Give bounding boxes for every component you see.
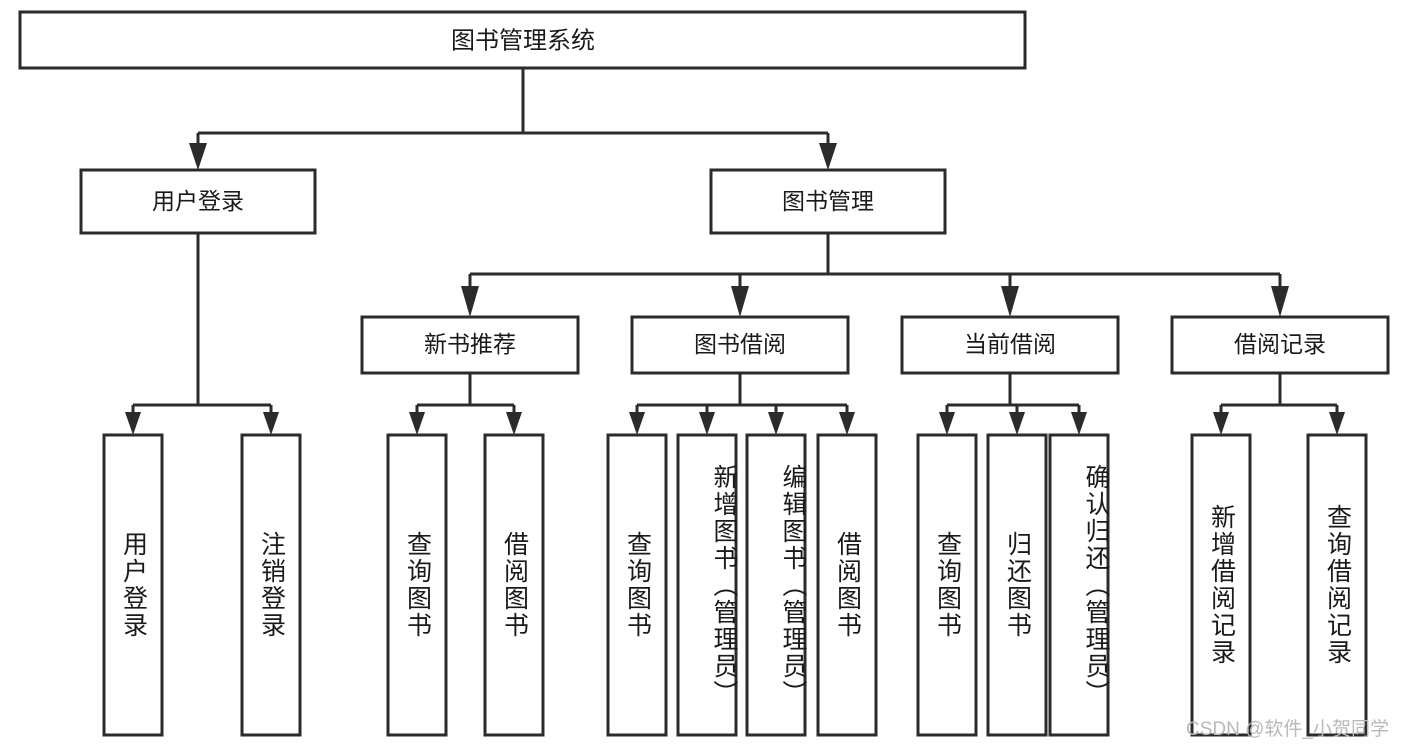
arrow-icon-leaf-12 — [1213, 412, 1229, 435]
arrow-icon-leaf-10 — [1009, 412, 1025, 435]
leaf-box-add-borrow-record[interactable] — [1190, 433, 1252, 737]
arrow-icon-leaf-6 — [699, 412, 715, 435]
node-user-login-label: 用户登录 — [152, 188, 244, 214]
connector-group-current-to-leaves — [939, 373, 1087, 435]
arrow-icon-leaf-5 — [629, 412, 645, 435]
arrow-icon-borrow — [731, 286, 749, 317]
node-current-borrow-label: 当前借阅 — [964, 331, 1056, 357]
node-new-book-recommend-label: 新书推荐 — [424, 331, 516, 357]
arrow-icon-current — [1001, 286, 1019, 317]
leaf-box-confirm-return-admin[interactable] — [1048, 433, 1110, 737]
node-book-management-label: 图书管理 — [782, 188, 874, 214]
leaf-box-add-book-admin[interactable] — [676, 433, 738, 737]
node-user-login-box — [79, 168, 317, 235]
csdn-watermark: CSDN @软件_小贺同学 — [1186, 719, 1389, 740]
leaf-box-query-book-current[interactable] — [916, 433, 978, 737]
arrow-icon-leaf-11 — [1071, 412, 1087, 435]
arrow-icon-leaf-7 — [768, 412, 784, 435]
arrow-icon-leaf-4 — [506, 412, 522, 435]
node-book-borrow-label: 图书借阅 — [694, 331, 786, 357]
connector-group-userlogin-to-leaves — [125, 233, 279, 435]
arrow-icon-book-mgmt — [819, 143, 837, 170]
node-borrow-record-label: 借阅记录 — [1234, 331, 1326, 357]
arrow-icon-user-login — [189, 143, 207, 170]
connector-group-record-to-leaves — [1213, 373, 1345, 435]
leaf-box-edit-book-admin[interactable] — [745, 433, 807, 737]
arrow-icon-record — [1271, 286, 1289, 317]
leaf-box-query-borrow-record[interactable] — [1306, 433, 1368, 737]
leaf-box-logout[interactable] — [240, 433, 302, 737]
leaf-boxes-group — [102, 433, 1368, 737]
connector-group-bookmgmt-to-level2 — [461, 233, 1289, 317]
node-book-management-box — [709, 168, 947, 235]
arrow-icon-leaf-13 — [1329, 412, 1345, 435]
node-root-label: 图书管理系统 — [451, 27, 595, 54]
connector-group-root-to-level1 — [189, 68, 837, 170]
leaf-box-return-book[interactable] — [986, 433, 1048, 737]
leaf-box-borrow-book[interactable] — [816, 433, 878, 737]
leaf-box-query-book-borrow[interactable] — [606, 433, 668, 737]
node-borrow-record[interactable]: 借阅记录 — [1170, 315, 1390, 375]
node-user-login[interactable]: 用户登录 — [79, 168, 317, 235]
arrow-icon-newbook — [461, 286, 479, 317]
node-new-book-recommend-box — [360, 315, 580, 375]
arrow-icon-leaf-3 — [409, 412, 425, 435]
arrow-icon-leaf-8 — [839, 412, 855, 435]
node-borrow-record-box — [1170, 315, 1390, 375]
node-book-management[interactable]: 图书管理 — [709, 168, 947, 235]
leaf-box-query-book-rec[interactable] — [386, 433, 448, 737]
node-new-book-recommend[interactable]: 新书推荐 — [360, 315, 580, 375]
node-book-borrow[interactable]: 图书借阅 — [630, 315, 850, 375]
leaf-box-borrow-book-rec[interactable] — [483, 433, 545, 737]
node-root-box — [18, 10, 1027, 70]
arrow-icon-leaf-2 — [263, 412, 279, 435]
node-root[interactable]: 图书管理系统 — [18, 10, 1027, 70]
node-current-borrow-box — [900, 315, 1120, 375]
connector-group-newbook-to-leaves — [409, 373, 522, 435]
arrow-icon-leaf-9 — [939, 412, 955, 435]
connector-group-borrow-to-leaves — [629, 373, 855, 435]
leaf-box-user-login[interactable] — [102, 433, 164, 737]
node-book-borrow-box — [630, 315, 850, 375]
arrow-icon-leaf-1 — [125, 412, 141, 435]
node-current-borrow[interactable]: 当前借阅 — [900, 315, 1120, 375]
